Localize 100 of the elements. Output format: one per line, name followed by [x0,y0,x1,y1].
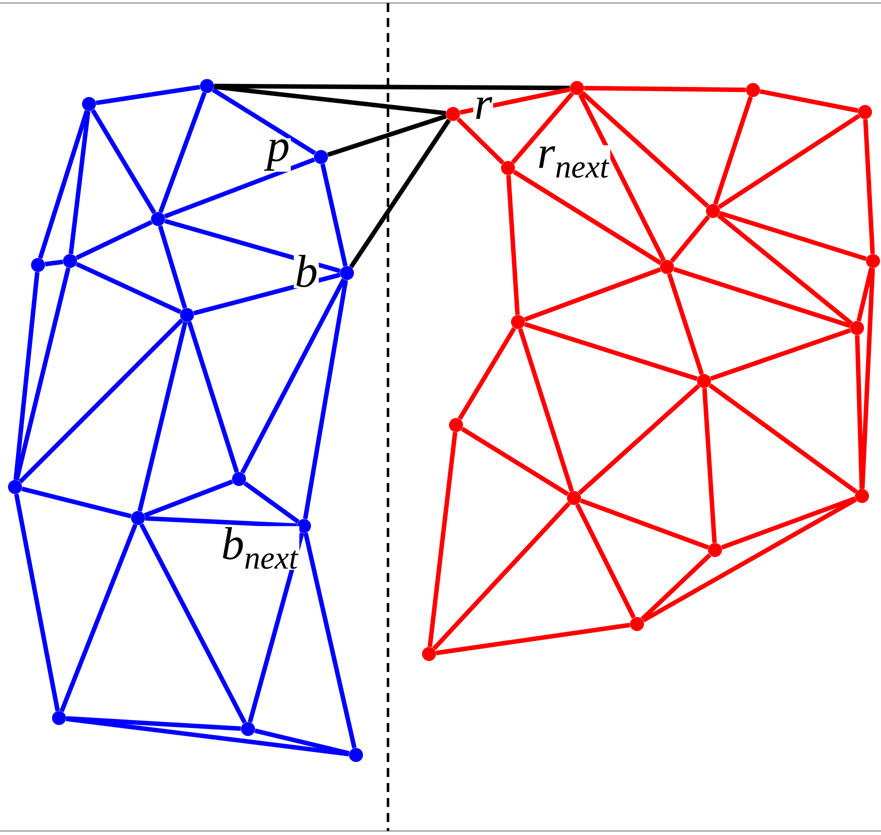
triangulation-edge [327,114,447,157]
triangulation-edge [158,225,188,309]
triangulation-edge [428,432,458,648]
point-dot [855,489,869,503]
triangulation-edge [90,109,156,214]
triangulation-edge [760,89,858,113]
point-dot [63,254,77,268]
triangulation-edge [518,328,574,492]
point-label: b$_{next}$ [220,526,300,570]
point-dot [446,107,460,121]
triangulation-edge [578,384,700,495]
point-dot [422,647,436,661]
triangulation-edge [458,327,516,420]
point-dot [349,748,363,762]
triangulation-edge [349,118,451,268]
triangulation-edge [303,532,357,748]
triangulation-edge [584,86,746,92]
triangulation-edge [863,119,875,254]
triangulation-edge [708,383,858,494]
point-label: r$_{next}$ [536,145,610,179]
point-dot [241,722,255,736]
point-label: b [294,254,319,288]
triangulation-edge [720,496,856,550]
triangulation-edge [436,622,630,656]
triangulation-edge [76,220,152,260]
point-dot [708,543,722,557]
triangulation-edge [580,91,710,208]
triangulation-edge [144,480,234,518]
point-dot [706,204,720,218]
point-dot [314,150,328,164]
triangulation-edge [524,267,662,322]
triangulation-edge [710,328,851,381]
point-dot [340,266,354,280]
triangulation-edge [214,84,570,90]
point-dot [52,711,66,725]
triangulation-edge [578,93,666,262]
point-dot [297,519,311,533]
point-dot [570,81,584,95]
triangulation-edge [512,170,662,266]
triangulation-edge [21,486,132,518]
triangulation-edge [66,716,350,756]
triangulation-edge [214,84,446,116]
triangulation-edge [139,523,247,724]
triangulation-edge [158,92,207,214]
triangulation-edge [66,716,241,731]
triangulation-edge [248,532,304,723]
point-label: p [264,138,291,172]
triangulation-edge [76,262,182,314]
point-dot [660,260,674,274]
triangulation-edge [702,388,717,543]
triangulation-edge [164,218,341,274]
point-dot [858,105,872,119]
point-dot [151,212,165,226]
point-label: r [473,96,494,120]
point-dot [449,418,463,432]
triangulation-edge [667,273,704,375]
triangulation-edge [38,110,89,259]
triangulation-edge [14,267,70,481]
triangulation-edge [718,114,860,209]
point-dot [8,480,22,494]
point-dot [501,161,515,175]
point-dot [31,258,45,272]
triangulation-edge [719,211,867,261]
triangulation-edge [860,268,875,489]
triangulation-edge [854,335,864,489]
triangulation-edge [14,272,40,480]
triangulation-edge [254,728,350,756]
triangulation-edge [717,214,853,326]
triangulation-edge [673,267,851,328]
triangulation-edge [511,92,574,164]
point-dot [232,472,246,486]
triangulation-edge [524,322,698,381]
triangulation-edge [460,87,570,115]
point-dot [746,83,760,97]
triangulation-edge [303,280,348,520]
triangulation-edge [670,215,710,263]
point-dot [697,374,711,388]
point-dot [630,617,644,631]
triangulation-edge [212,88,316,156]
triangulation-edge [187,321,239,473]
point-dot [180,308,194,322]
point-dot [866,254,880,268]
triangulation-edge [164,157,316,219]
triangulation-edge [44,260,64,266]
triangulation-edge [575,503,636,619]
point-dot [567,491,581,505]
triangulation-edge [14,494,60,712]
triangulation-edge [432,502,571,650]
point-dot [82,97,96,111]
triangulation-edge [713,96,753,205]
triangulation-edge [18,318,184,484]
triangulation-edge [96,84,200,106]
triangulation-edge [640,553,712,621]
triangulation-edge [138,321,188,512]
triangulation-edge [320,164,348,266]
point-dot [511,315,525,329]
triangulation-edge [240,278,346,474]
triangulation-edge [456,117,504,165]
triangulation-edge [244,481,300,524]
triangulation-edge [506,175,520,315]
